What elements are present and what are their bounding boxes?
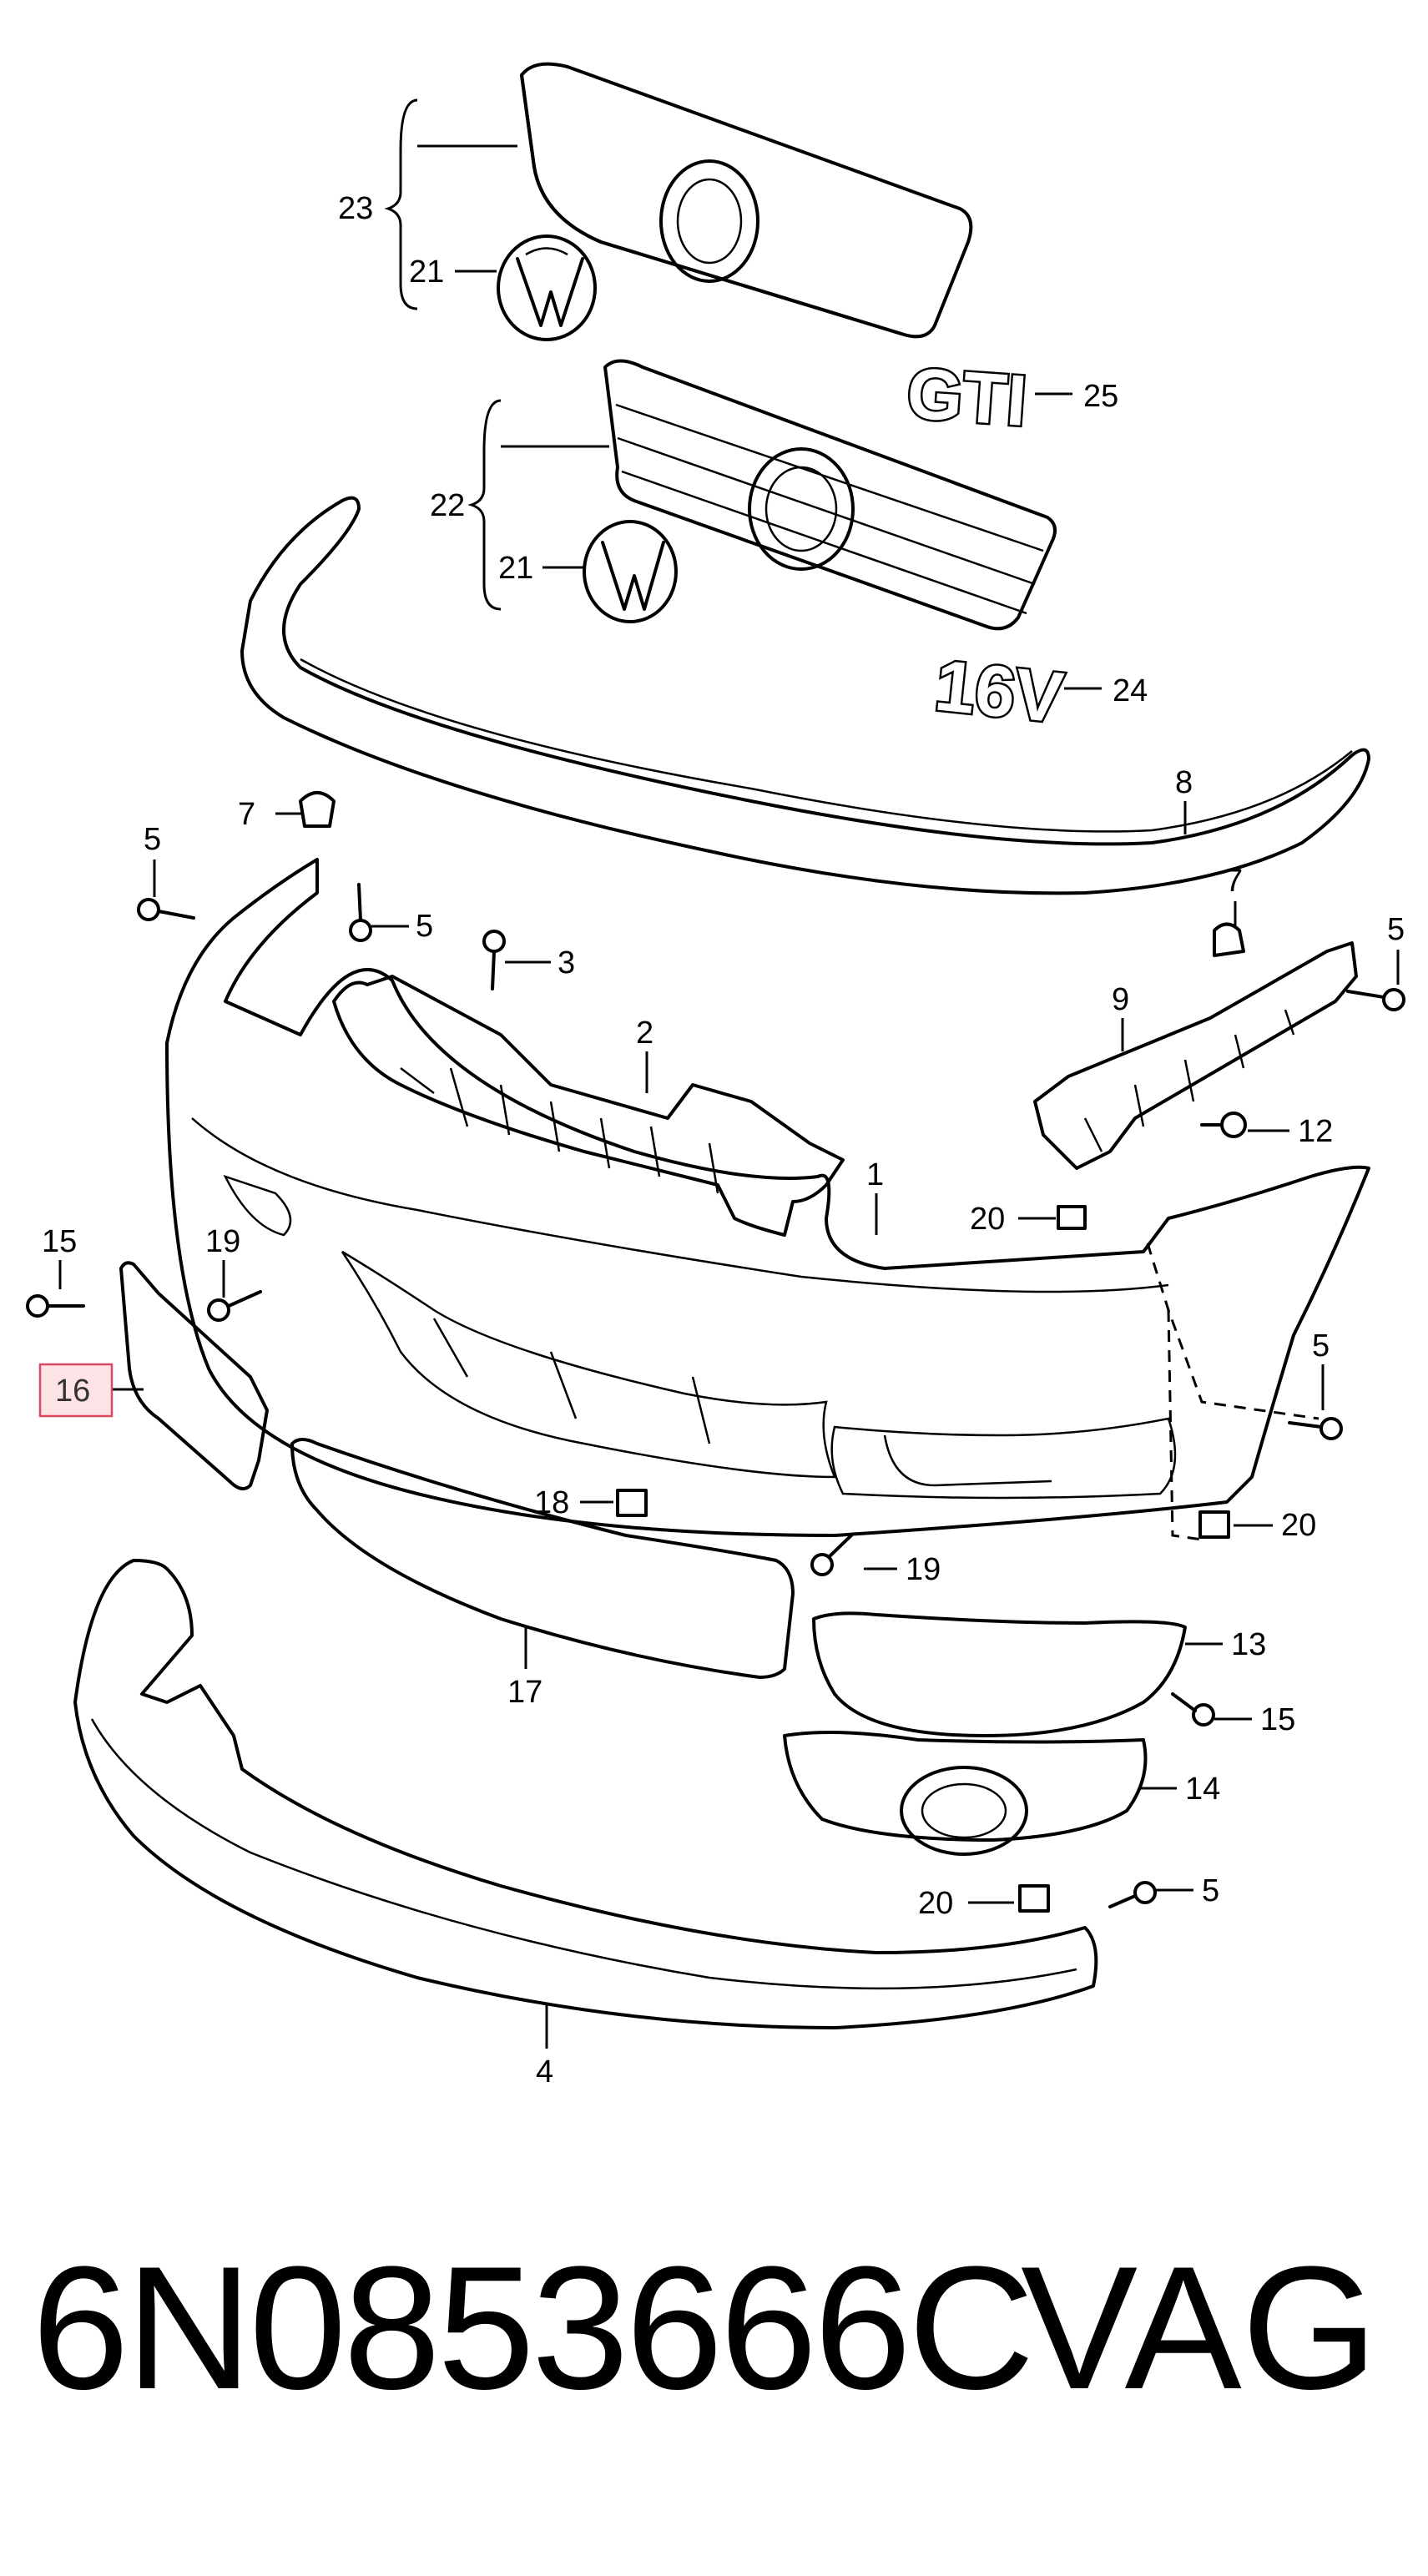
lower-honeycomb-grille-part-17	[290, 1438, 795, 1679]
callout-19-left: 19	[205, 1224, 240, 1259]
callout-15-left: 15	[42, 1224, 77, 1259]
callout-15-right: 15	[1260, 1702, 1295, 1737]
callout-7-right: 7	[1225, 864, 1243, 899]
callout-20-middle: 20	[1281, 1508, 1316, 1543]
screw-5c-icon	[1346, 988, 1405, 1011]
left-grille-insert-part-16	[119, 1261, 269, 1490]
vw-emblem-part-21-upper	[497, 234, 597, 341]
right-mesh-grille-part-13	[812, 1611, 1187, 1737]
screw-15b-icon	[1171, 1692, 1215, 1727]
callout-17: 17	[507, 1675, 542, 1710]
callout-20-upper: 20	[970, 1202, 1005, 1237]
vw-emblem-part-21-lower	[583, 520, 678, 623]
lower-spoiler-part-4	[73, 1559, 1098, 2029]
callout-5-topright: 5	[1387, 912, 1405, 947]
screw-5b-icon	[349, 883, 372, 942]
highlighted-callout-16[interactable]: 16	[38, 1363, 114, 1418]
callout-4: 4	[536, 2054, 553, 2090]
callout-9: 9	[1112, 982, 1129, 1017]
callout-24: 24	[1113, 673, 1148, 708]
callout-3: 3	[558, 945, 575, 980]
fog-grille-part-14	[783, 1731, 1148, 1856]
callout-22: 22	[430, 488, 465, 523]
screw-5d-icon	[1288, 1417, 1343, 1440]
gti-badge-part-25: GTI	[902, 351, 1032, 444]
callout-1: 1	[866, 1157, 884, 1192]
callout-25: 25	[1083, 379, 1118, 414]
nut-20b-icon	[1198, 1510, 1230, 1539]
callout-19-centre: 19	[906, 1552, 941, 1587]
bolt-12-icon	[1200, 1112, 1247, 1138]
footer: 6N0853666C VAG	[0, 2220, 1428, 2437]
callout-labels: 23 21 25 22 21 24 8 7 5 5 3 7 5 9 2 12 1…	[42, 191, 1405, 2090]
callout-13: 13	[1231, 1627, 1266, 1662]
callout-21-lower: 21	[498, 551, 533, 586]
callout-20-lower: 20	[918, 1886, 953, 1921]
screw-5e-icon	[1108, 1881, 1157, 1908]
screw-5a-icon	[137, 898, 195, 921]
bumper-cover-part-1	[165, 858, 1370, 1537]
trim-strip-part-8	[240, 496, 1370, 895]
brand-name: VAG	[1021, 2230, 1378, 2426]
callout-14: 14	[1185, 1772, 1220, 1807]
callout-18: 18	[534, 1485, 569, 1520]
callout-5-centre: 5	[416, 909, 433, 944]
clip-7b-icon	[1213, 922, 1245, 957]
callout-5-bottom: 5	[1202, 1873, 1219, 1908]
fasteners	[26, 791, 1405, 1913]
callout-2: 2	[636, 1016, 653, 1051]
center-bracket-part-2	[332, 975, 845, 1237]
callout-12: 12	[1298, 1114, 1333, 1149]
honeycomb-grille-part-23	[520, 62, 973, 339]
svg-text:16V: 16V	[931, 645, 1067, 738]
16v-badge-part-24: 16V	[930, 643, 1069, 740]
callout-5-topleft: 5	[144, 822, 161, 857]
part-number: 6N0853666C	[32, 2230, 1035, 2426]
screw-19b-icon	[810, 1534, 853, 1576]
screw-3-icon	[482, 930, 506, 991]
callout-23: 23	[338, 191, 373, 226]
nut-20a-icon	[1057, 1205, 1087, 1230]
nut-18-icon	[616, 1489, 648, 1517]
callout-8: 8	[1175, 765, 1193, 800]
side-bracket-part-9	[1033, 941, 1358, 1170]
screw-19a-icon	[207, 1290, 262, 1322]
svg-text:GTI: GTI	[905, 353, 1030, 441]
nut-20c-icon	[1018, 1884, 1050, 1913]
leader-lines	[58, 98, 1400, 2049]
slat-grille-part-22	[603, 359, 1057, 631]
bolt-15a-icon	[26, 1294, 85, 1318]
callout-7-left: 7	[238, 797, 255, 832]
callout-21-upper: 21	[409, 255, 444, 290]
callout-5-right: 5	[1312, 1328, 1330, 1364]
svg-text:16: 16	[55, 1374, 90, 1409]
clip-7a-icon	[299, 791, 336, 828]
